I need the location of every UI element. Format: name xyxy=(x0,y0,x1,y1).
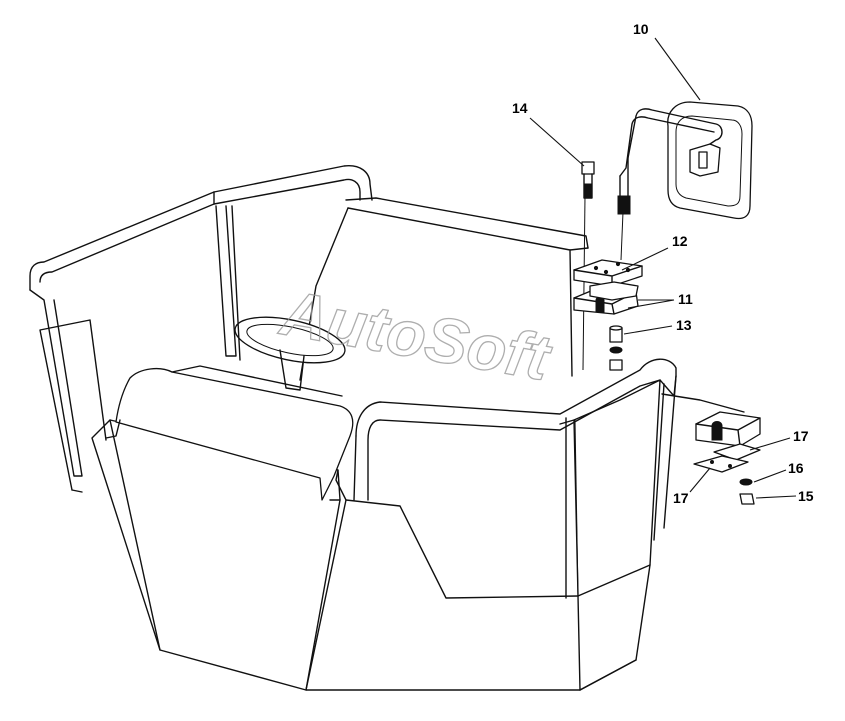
callout-15: 15 xyxy=(798,488,814,504)
assembly-axis xyxy=(582,195,624,371)
callout-12: 12 xyxy=(672,233,688,249)
callout-10: 10 xyxy=(633,21,649,37)
rear-view-mirror xyxy=(617,101,753,220)
callout-14: 14 xyxy=(512,100,528,116)
lower-clamp-set xyxy=(693,411,761,505)
spacer-washer-nut xyxy=(609,325,623,371)
mounting-plate xyxy=(573,259,643,287)
callout-11: 11 xyxy=(678,291,693,307)
callout-13: 13 xyxy=(676,317,692,333)
bolt xyxy=(581,161,595,199)
leader-lines xyxy=(529,37,797,499)
watermark-text: AutoSoft xyxy=(274,276,557,395)
callout-16: 16 xyxy=(788,460,804,476)
steering-wheel xyxy=(234,316,346,391)
operator-seat xyxy=(105,365,354,501)
watermark: AutoSoft xyxy=(274,275,558,395)
clamp-blocks xyxy=(573,281,639,315)
callout-17-upper: 17 xyxy=(793,428,809,444)
callout-17-lower: 17 xyxy=(673,490,689,506)
callout-labels: 10 11 12 13 14 15 16 17 17 xyxy=(512,21,814,506)
roll-bar xyxy=(29,165,677,599)
